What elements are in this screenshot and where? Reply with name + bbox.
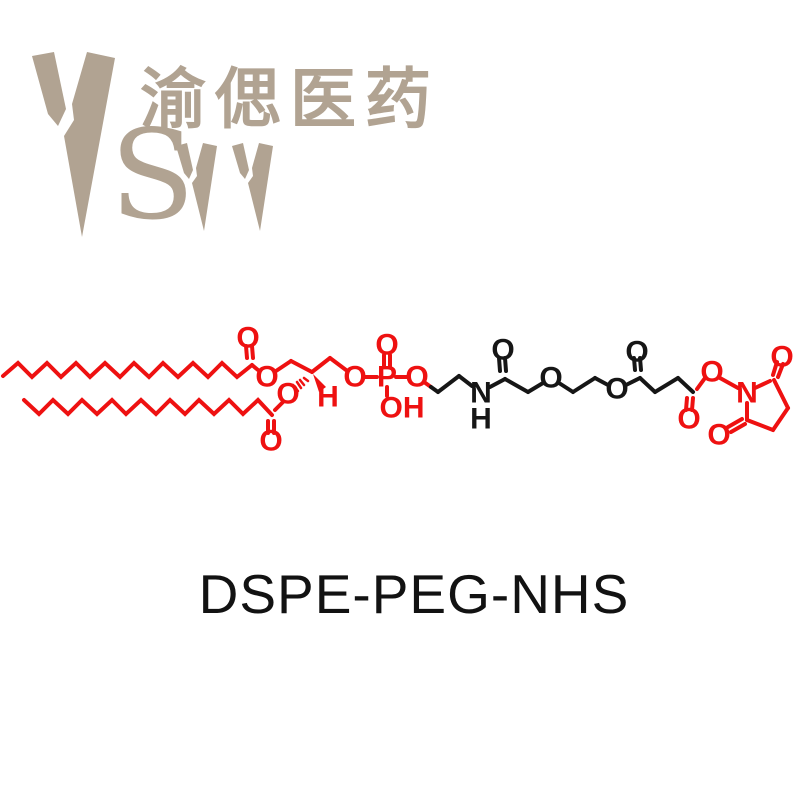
bond bbox=[745, 418, 775, 432]
atom-label-n: N bbox=[470, 377, 492, 410]
bond bbox=[638, 356, 643, 372]
stereo-hash-bond bbox=[302, 376, 310, 383]
bond bbox=[771, 406, 790, 432]
bond bbox=[638, 376, 657, 394]
logo-s-letter: S bbox=[110, 104, 195, 248]
bond bbox=[488, 377, 507, 389]
stereo-hash-bond bbox=[295, 380, 303, 390]
logo-small-v-icon bbox=[232, 143, 273, 231]
atom-label-o: O bbox=[677, 403, 700, 436]
atom-label-oh: OH bbox=[380, 392, 425, 425]
bond bbox=[328, 356, 348, 372]
bond bbox=[497, 356, 502, 373]
bond bbox=[250, 363, 260, 372]
bond bbox=[726, 417, 744, 429]
bond bbox=[503, 377, 530, 394]
bond bbox=[684, 396, 689, 412]
alkyl-chain-bond bbox=[22, 397, 274, 417]
atom-label-o: O bbox=[700, 356, 723, 389]
atom-label-o: O bbox=[255, 361, 278, 394]
atom-label-o: O bbox=[375, 329, 398, 362]
bond bbox=[729, 422, 747, 434]
atom-label-o: O bbox=[259, 425, 282, 458]
atom-label-o: O bbox=[276, 378, 299, 411]
bond bbox=[244, 344, 249, 360]
bond bbox=[676, 376, 695, 394]
atom-label-o: O bbox=[539, 362, 562, 395]
atom-label-o: O bbox=[491, 334, 514, 367]
atom-label-h: H bbox=[317, 381, 339, 414]
bond bbox=[718, 376, 740, 390]
atom-label-o: O bbox=[236, 322, 259, 355]
bond bbox=[593, 376, 610, 387]
atom-label-o: O bbox=[605, 373, 628, 406]
product-title: DSPE-PEG-NHS bbox=[198, 563, 630, 625]
stereo-wedge-bond bbox=[313, 374, 326, 392]
bond bbox=[274, 359, 293, 373]
logo-v-marks bbox=[32, 52, 273, 237]
bond bbox=[753, 379, 772, 390]
bond bbox=[436, 374, 461, 394]
logo-big-v-icon bbox=[32, 52, 115, 237]
atom-label-o: O bbox=[343, 361, 366, 394]
bond bbox=[632, 356, 637, 372]
stereo-hash-bond bbox=[291, 383, 300, 393]
logo-cjk-text: 渝偲医药 bbox=[140, 60, 440, 138]
bond bbox=[289, 359, 314, 374]
bond bbox=[526, 381, 545, 394]
bond bbox=[310, 356, 332, 374]
atom-label-o: O bbox=[405, 361, 428, 394]
atom-label-o: O bbox=[625, 336, 648, 369]
alkyl-chain-bond bbox=[1, 360, 254, 380]
bond bbox=[772, 378, 790, 410]
atom-label-o: O bbox=[770, 341, 793, 374]
atom-label-n: N bbox=[736, 377, 758, 410]
bond bbox=[457, 374, 474, 388]
stereo-hash-bond bbox=[298, 378, 306, 387]
bond bbox=[624, 376, 642, 387]
bond bbox=[695, 376, 707, 391]
logo-small-v-icon bbox=[176, 143, 217, 231]
bond bbox=[653, 376, 680, 394]
bond bbox=[250, 344, 255, 360]
bond bbox=[771, 360, 779, 377]
bond bbox=[776, 362, 785, 379]
bond bbox=[503, 356, 508, 373]
company-logo: 渝偲医药 S bbox=[0, 0, 460, 260]
atom-label-p: P bbox=[377, 361, 397, 394]
atom-label-h: H bbox=[470, 403, 492, 436]
bond bbox=[273, 400, 285, 412]
atom-label-o: O bbox=[707, 419, 730, 452]
bond bbox=[557, 381, 575, 394]
bond bbox=[571, 376, 597, 394]
bond bbox=[690, 396, 695, 412]
